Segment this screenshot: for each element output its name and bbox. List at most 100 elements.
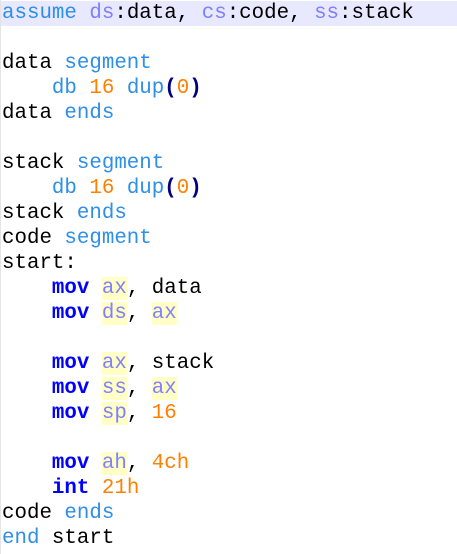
number-token: 0 — [176, 177, 190, 200]
number-token: 0 — [176, 77, 190, 100]
code-line[interactable]: mov ax, stack — [1, 351, 457, 376]
operator-token: ( — [164, 77, 177, 100]
register-token: ax — [151, 302, 177, 325]
code-line[interactable]: mov ax, data — [1, 276, 457, 301]
text-token — [114, 177, 126, 200]
directive-token: segment — [64, 52, 152, 75]
text-token: , stack — [126, 352, 215, 375]
current-code-line[interactable]: assume ds:data, cs:code, ss:stack — [1, 1, 457, 26]
register-token: cs — [201, 2, 227, 25]
code-line[interactable]: start: — [1, 251, 457, 276]
text-token — [114, 77, 126, 100]
text-token — [2, 477, 52, 500]
code-line[interactable]: code ends — [1, 501, 457, 526]
text-token — [89, 277, 101, 300]
text-token — [89, 477, 101, 500]
text-token: start: — [2, 252, 77, 275]
number-token: 4ch — [151, 452, 190, 475]
code-line[interactable] — [1, 26, 457, 51]
directive-token: segment — [64, 227, 152, 250]
text-token: , — [126, 302, 152, 325]
text-token: data — [2, 102, 65, 125]
code-line[interactable] — [1, 126, 457, 151]
register-token: ss — [314, 2, 340, 25]
text-token — [2, 277, 52, 300]
number-token: 16 — [89, 177, 115, 200]
text-token — [77, 2, 89, 25]
text-token — [77, 77, 89, 100]
text-token: :code, — [226, 2, 315, 25]
text-token — [89, 377, 101, 400]
register-token: ds — [89, 2, 115, 25]
code-line[interactable]: db 16 dup(0) — [1, 176, 457, 201]
text-token: , — [126, 402, 152, 425]
operator-token: ) — [189, 77, 202, 100]
register-token: ds — [101, 302, 127, 325]
directive-token: dup — [126, 77, 165, 100]
code-line[interactable]: data segment — [1, 51, 457, 76]
instruction-token: mov — [51, 402, 90, 425]
text-token: , — [126, 452, 152, 475]
code-line[interactable]: mov ss, ax — [1, 376, 457, 401]
code-line[interactable]: stack segment — [1, 151, 457, 176]
register-token: ax — [101, 277, 127, 300]
code-line[interactable]: mov ah, 4ch — [1, 451, 457, 476]
code-line[interactable]: stack ends — [1, 201, 457, 226]
text-token — [2, 377, 52, 400]
text-token — [89, 452, 101, 475]
code-line[interactable]: db 16 dup(0) — [1, 76, 457, 101]
register-token: sp — [101, 402, 127, 425]
text-token: data — [2, 52, 65, 75]
text-token: stack — [2, 152, 77, 175]
code-line[interactable] — [1, 326, 457, 351]
directive-token: assume — [2, 2, 77, 25]
text-token: :stack — [339, 2, 414, 25]
number-token: 21h — [101, 477, 140, 500]
directive-token: db — [51, 77, 77, 100]
text-token: , — [126, 377, 152, 400]
code-line[interactable]: data ends — [1, 101, 457, 126]
directive-token: dup — [126, 177, 165, 200]
instruction-token: mov — [51, 277, 90, 300]
text-token — [2, 302, 52, 325]
directive-token: ends — [76, 202, 127, 225]
register-token: ax — [101, 352, 127, 375]
code-line[interactable]: mov sp, 16 — [1, 401, 457, 426]
code-line[interactable] — [1, 426, 457, 451]
register-token: ss — [101, 377, 127, 400]
directive-token: segment — [76, 152, 165, 175]
code-line[interactable]: code segment — [1, 226, 457, 251]
register-token: ax — [151, 377, 177, 400]
directive-token: ends — [64, 502, 115, 525]
text-token — [2, 77, 52, 100]
text-token — [89, 402, 101, 425]
text-token — [2, 452, 52, 475]
text-token: :data, — [114, 2, 202, 25]
number-token: 16 — [151, 402, 177, 425]
text-token: , data — [126, 277, 202, 300]
text-token — [89, 352, 101, 375]
text-token — [89, 302, 101, 325]
directive-token: db — [51, 177, 77, 200]
text-token — [2, 352, 52, 375]
code-line[interactable]: end start — [1, 526, 457, 551]
instruction-token: mov — [51, 302, 90, 325]
instruction-token: mov — [51, 452, 90, 475]
text-token — [77, 177, 89, 200]
code-line[interactable]: int 21h — [1, 476, 457, 501]
text-token: code — [2, 502, 65, 525]
text-token: start — [39, 527, 115, 550]
text-token: code — [2, 227, 65, 250]
register-token: ah — [101, 452, 127, 475]
instruction-token: int — [51, 477, 90, 500]
directive-token: ends — [64, 102, 115, 125]
operator-token: ( — [164, 177, 177, 200]
directive-token: end — [2, 527, 40, 550]
number-token: 16 — [89, 77, 115, 100]
instruction-token: mov — [51, 377, 90, 400]
text-token — [2, 402, 52, 425]
code-line[interactable]: mov ds, ax — [1, 301, 457, 326]
text-token: stack — [2, 202, 77, 225]
operator-token: ) — [189, 177, 202, 200]
